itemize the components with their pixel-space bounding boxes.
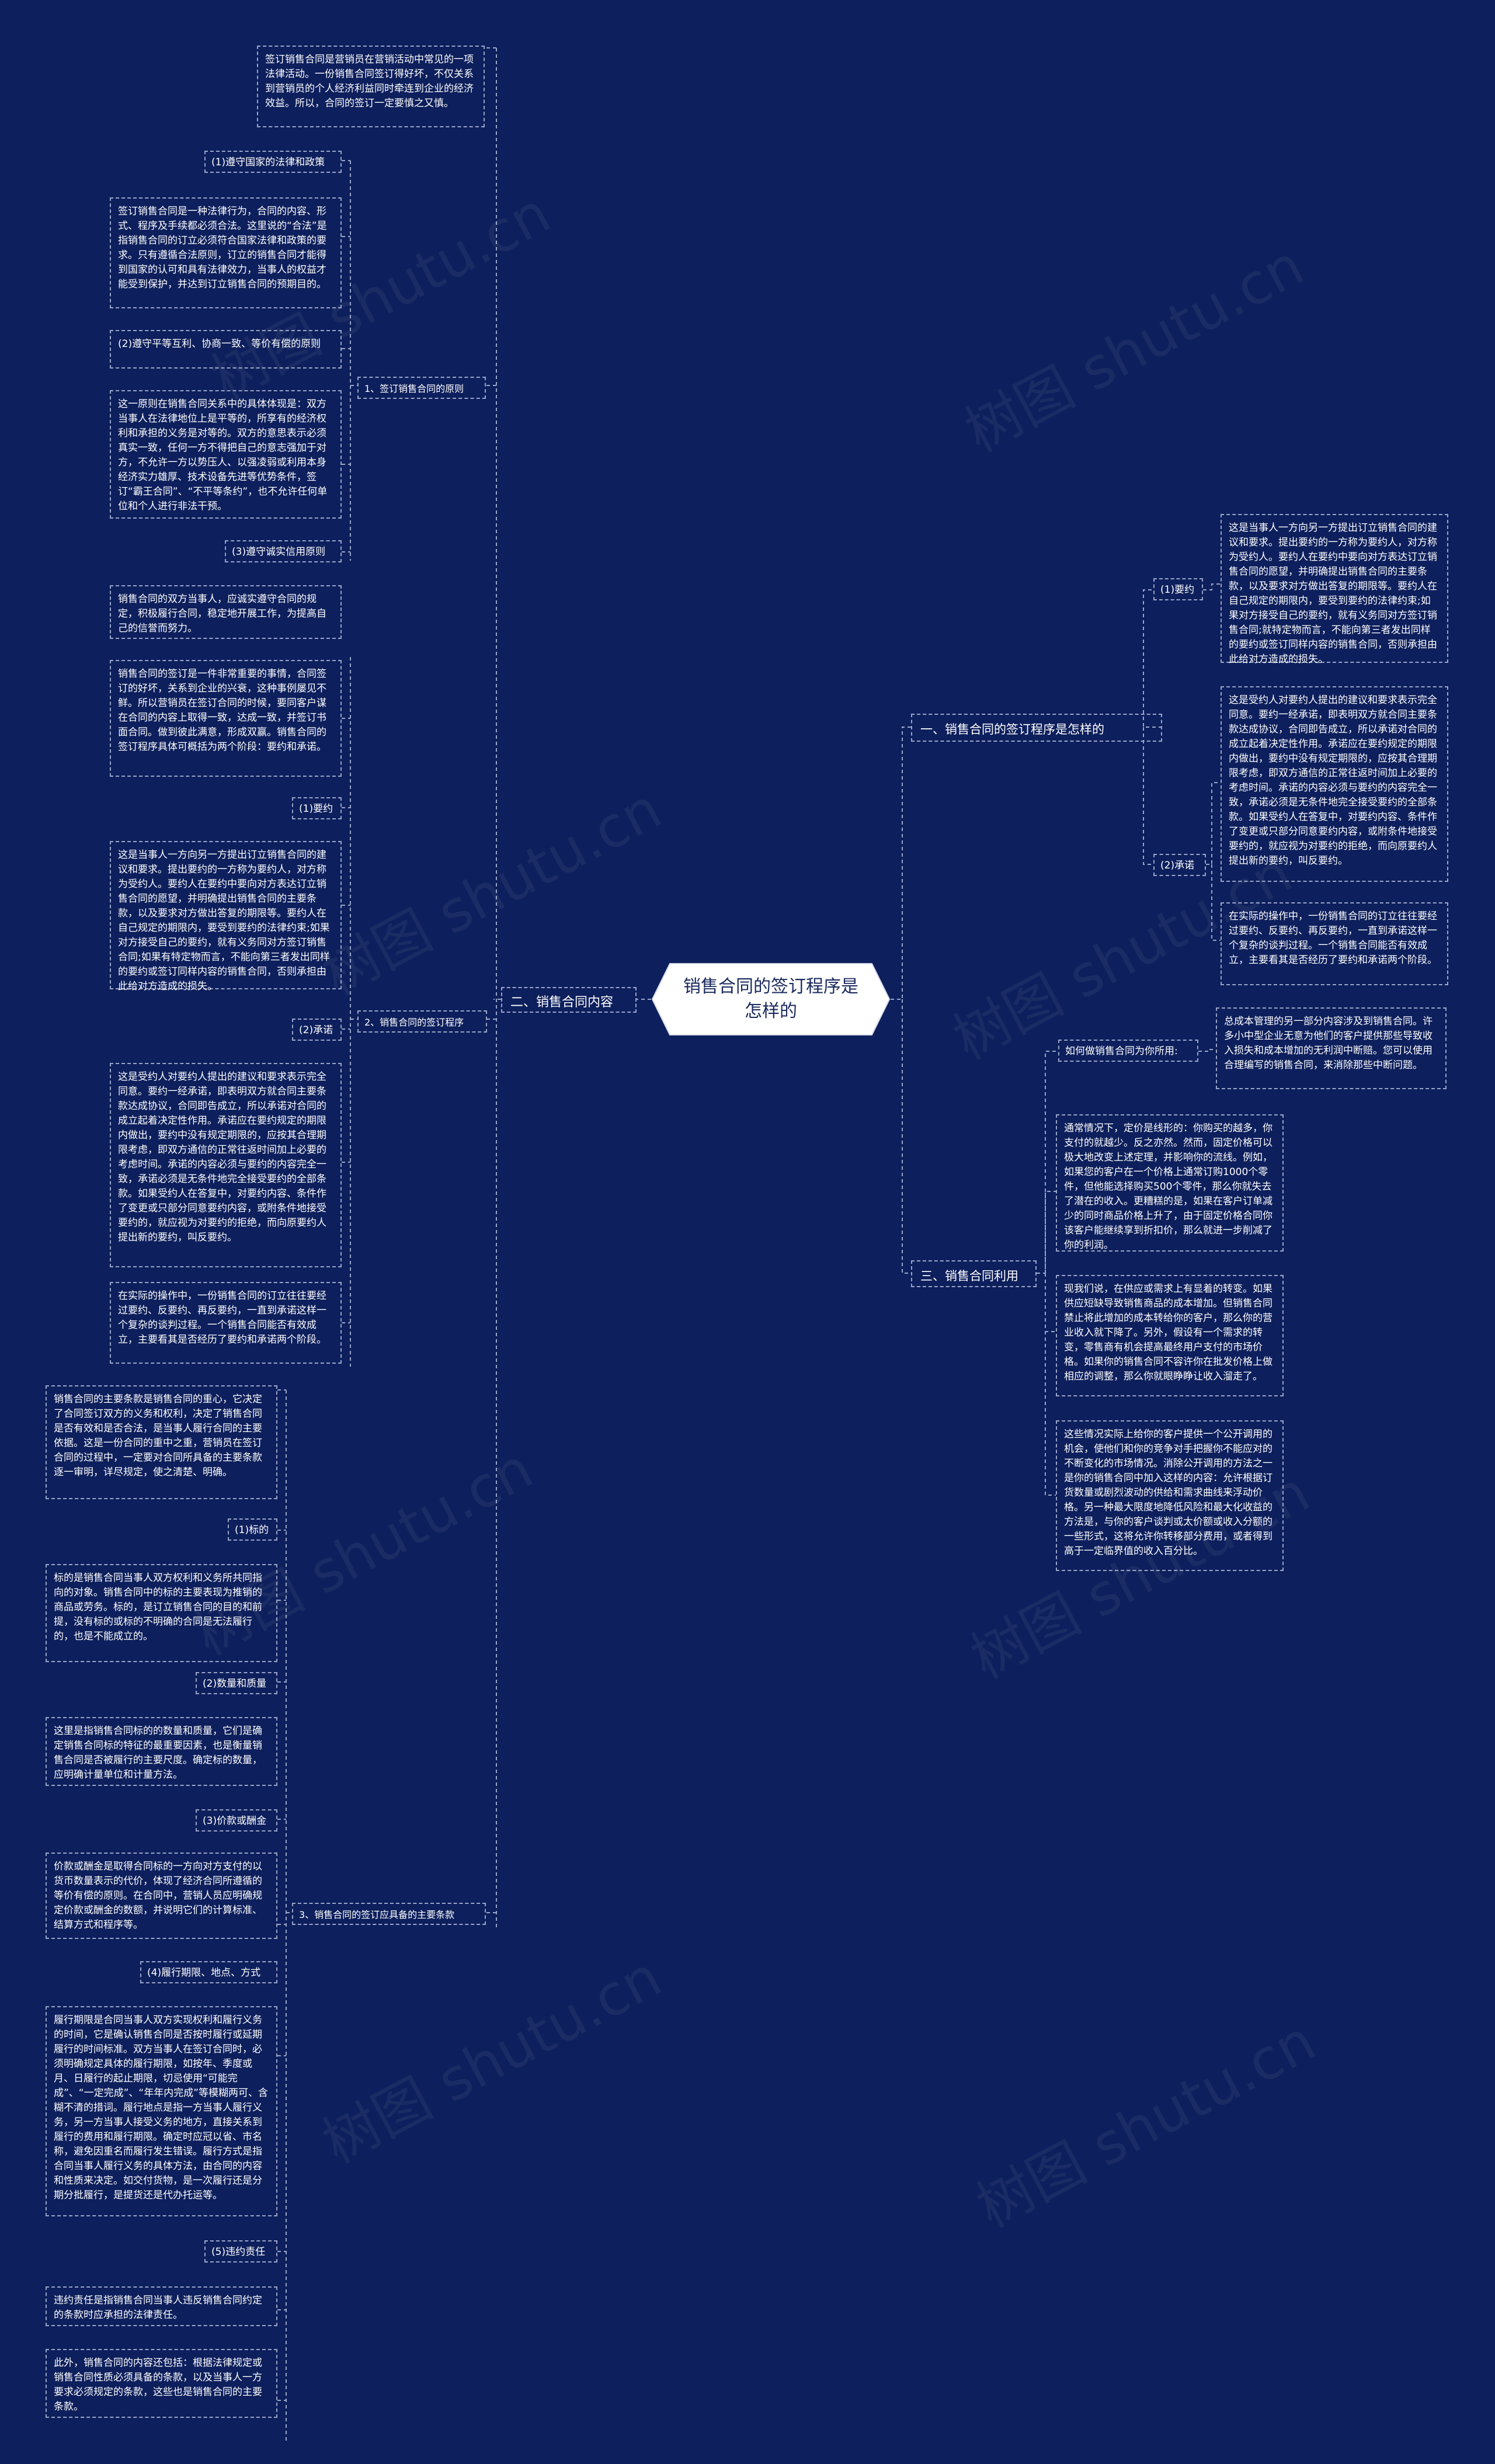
s3-intro[interactable]: 销售合同的主要条款是销售合同的重心，它决定了合同签订双方的义务和权利，决定了销售… bbox=[46, 1385, 277, 1499]
s2-yy-title[interactable]: (1)要约 bbox=[292, 797, 342, 819]
s2-cn-text2[interactable]: 在实际的操作中，一份销售合同的订立往往要经过要约、反要约、再反要约，一直到承诺这… bbox=[110, 1282, 342, 1364]
s1-title-node[interactable]: 1、签订销售合同的原则 bbox=[357, 377, 486, 399]
s3-wy-text[interactable]: 违约责任是指销售合同当事人违反销售合同约定的条款时应承担的法律责任。 bbox=[46, 2286, 277, 2326]
intro-node[interactable]: 签订销售合同是营销员在营销活动中常见的一项法律活动。一份销售合同签订得好坏，不仅… bbox=[257, 46, 485, 127]
b1-yy-text[interactable]: 这是当事人一方向另一方提出订立销售合同的建议和要求。提出要约的一方称为要约人，对… bbox=[1221, 514, 1448, 665]
root-hexagon bbox=[651, 963, 891, 1035]
s1-p1-text[interactable]: 签订销售合同是一种法律行为，合同的内容、形式、程序及手续都必须合法。这里说的“合… bbox=[110, 197, 342, 308]
s2-yy-text[interactable]: 这是当事人一方向另一方提出订立销售合同的建议和要求。提出要约的一方称为要约人，对… bbox=[110, 841, 342, 992]
s2-intro[interactable]: 销售合同的签订是一件非常重要的事情，合同签订的好坏，关系到企业的兴衰，这种事例屡… bbox=[110, 660, 342, 777]
s3-jk-text[interactable]: 价款或酬金是取得合同标的一方向对方支付的以货币数量表示的代价，体现了经济合同所遵… bbox=[46, 1853, 277, 1939]
s2-title-node[interactable]: 2、销售合同的签订程序 bbox=[357, 1010, 487, 1033]
s3-title-node[interactable]: 3、销售合同的签订应具备的主要条款 bbox=[292, 1903, 486, 1925]
b1-cn-title[interactable]: (2)承诺 bbox=[1153, 854, 1206, 876]
b3-text-1[interactable]: 通常情况下，定价是线形的：你购买的越多，你支付的就越少。反之亦然。然而，固定价格… bbox=[1056, 1114, 1284, 1252]
b3-sub-text[interactable]: 总成本管理的另一部分内容涉及到销售合同。许多小中型企业无意为他们的客户提供那些导… bbox=[1216, 1007, 1447, 1089]
s3-bd-text[interactable]: 标的是销售合同当事人双方权利和义务所共同指向的对象。销售合同中的标的主要表现为推… bbox=[46, 1564, 277, 1662]
b3-sub-title[interactable]: 如何做销售合同为你所用: bbox=[1058, 1040, 1198, 1062]
s3-lx-title[interactable]: (4)履行期限、地点、方式 bbox=[140, 1961, 277, 1983]
s1-p3-text[interactable]: 销售合同的双方当事人，应诚实遵守合同的规定，积极履行合同，稳定地开展工作，为提高… bbox=[110, 585, 342, 639]
s3-lx-text[interactable]: 履行期限是合同当事人双方实现权利和履行义务的时间，它是确认销售合同是否按时履行或… bbox=[46, 2006, 277, 2216]
s1-p2-text[interactable]: 这一原则在销售合同关系中的具体体现是：双方当事人在法律地位上是平等的，所享有的经… bbox=[110, 390, 342, 519]
b1-cn-text1[interactable]: 这是受约人对要约人提出的建议和要求表示完全同意。要约一经承诺，即表明双方就合同主… bbox=[1221, 686, 1448, 882]
b1-yy-title[interactable]: (1)要约 bbox=[1153, 578, 1203, 600]
s3-sl-title[interactable]: (2)数量和质量 bbox=[196, 1672, 277, 1694]
s3-bd-title[interactable]: (1)标的 bbox=[228, 1518, 277, 1541]
s3-closing[interactable]: 此外，销售合同的内容还包括：根据法律规定或销售合同性质必须具备的条款，以及当事人… bbox=[46, 2349, 277, 2418]
b3-text-3[interactable]: 这些情况实际上给你的客户提供一个公开调用的机会，使他们和你的竞争对手把握你不能应… bbox=[1056, 1420, 1284, 1571]
s1-p3-title[interactable]: (3)遵守诚实信用原则 bbox=[225, 540, 342, 562]
s2-cn-text1[interactable]: 这是受约人对要约人提出的建议和要求表示完全同意。要约一经承诺，即表明双方就合同主… bbox=[110, 1063, 342, 1267]
branch-right-usage[interactable]: 三、销售合同利用 bbox=[911, 1260, 1037, 1287]
s1-p2-title[interactable]: (2)遵守平等互利、协商一致、等价有偿的原则 bbox=[110, 330, 342, 369]
root-node[interactable]: 销售合同的签订程序是怎样的 bbox=[651, 962, 891, 1036]
branch-left-contents[interactable]: 二、销售合同内容 bbox=[501, 987, 637, 1013]
s2-cn-title[interactable]: (2)承诺 bbox=[292, 1019, 342, 1041]
root-title: 销售合同的签订程序是怎样的 bbox=[683, 976, 858, 1021]
b1-cn-text2[interactable]: 在实际的操作中，一份销售合同的订立往往要经过要约、反要约、再反要约，一直到承诺这… bbox=[1221, 902, 1448, 985]
b3-text-2[interactable]: 现我们说，在供应或需求上有显着的转变。如果供应短缺导致销售商品的成本增加。但销售… bbox=[1056, 1275, 1284, 1396]
s3-sl-text[interactable]: 这里是指销售合同标的的数量和质量，它们是确定销售合同标的特征的最重要因素，也是衡… bbox=[46, 1717, 277, 1786]
s1-p1-title[interactable]: (1)遵守国家的法律和政策 bbox=[204, 151, 342, 173]
branch-right-procedure[interactable]: 一、销售合同的签订程序是怎样的 bbox=[911, 714, 1162, 742]
s3-jk-title[interactable]: (3)价款或酬金 bbox=[196, 1809, 277, 1832]
s3-wy-title[interactable]: (5)违约责任 bbox=[204, 2240, 277, 2263]
